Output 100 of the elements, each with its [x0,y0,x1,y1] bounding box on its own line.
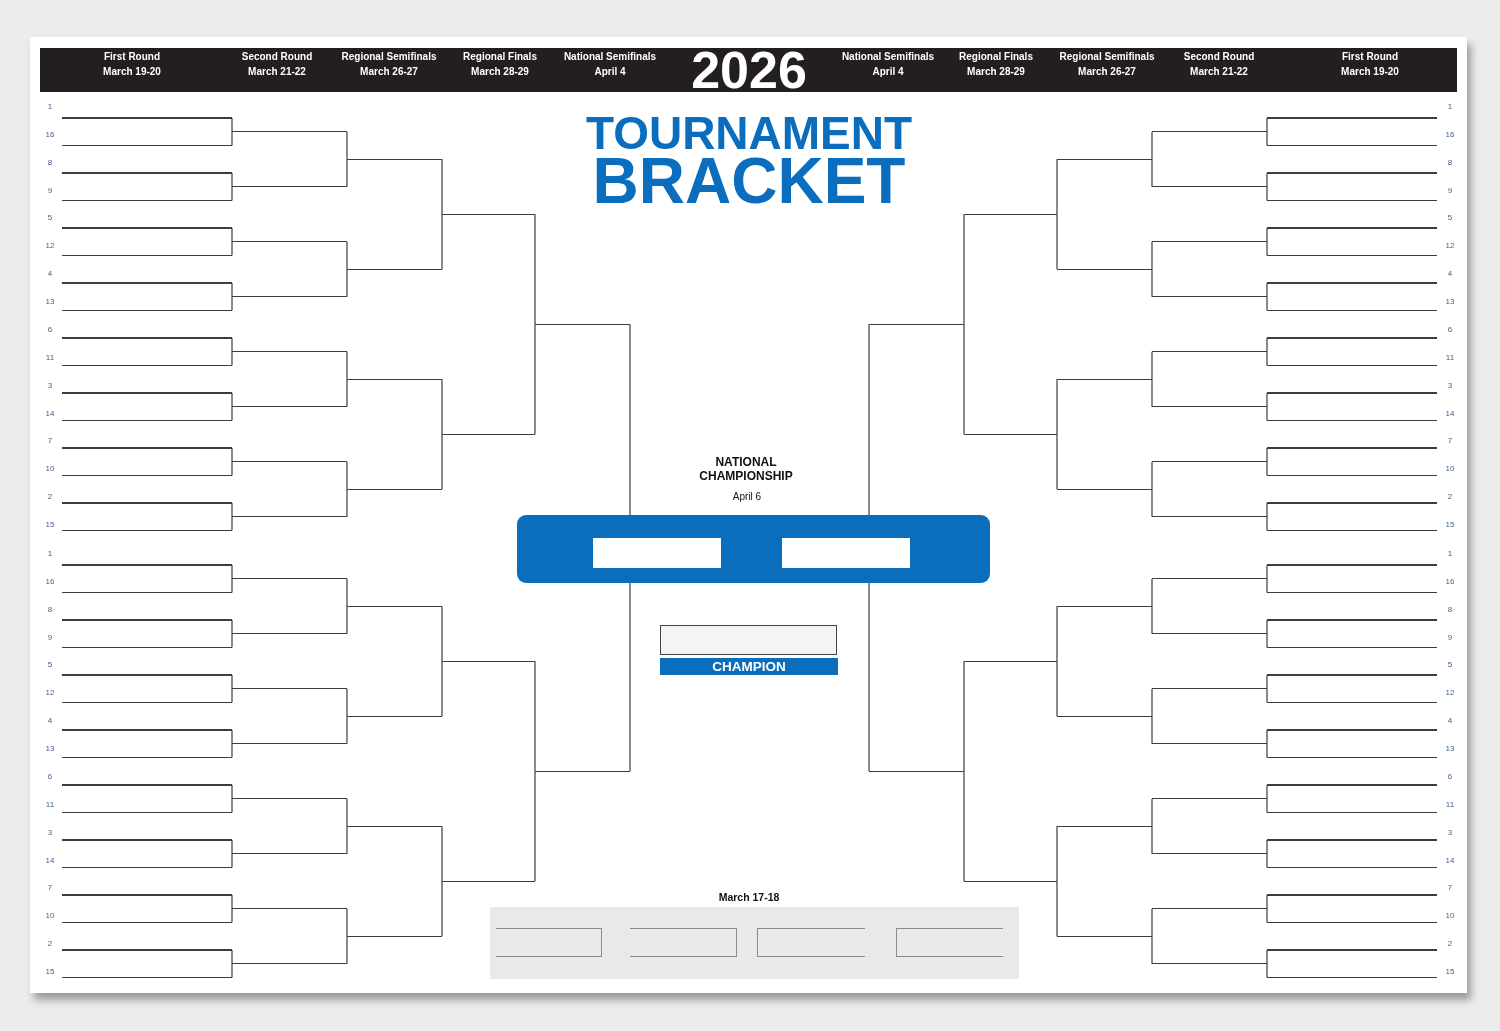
seed-number: 2 [47,938,53,948]
bracket-line [1266,351,1268,367]
fill-in-line [1152,578,1267,580]
seed-number: 16 [1445,576,1455,586]
bracket-line [231,908,233,924]
bracket-line [1151,798,1153,827]
bracket-line [1151,488,1153,518]
fill-in-line [1152,406,1267,408]
fill-in-line [1152,798,1267,800]
bracket-line [231,282,233,298]
bracket-line [963,323,965,435]
bracket-line [1056,880,1058,937]
bracket-line [963,660,965,772]
bracket-line [1266,619,1268,635]
bracket-line [1266,131,1268,147]
bracket-line [1151,461,1153,490]
date-text: April 4 [872,66,904,78]
round-heading: Regional Finals [463,51,537,63]
bracket-line [346,461,348,490]
bracket-line [1266,743,1268,759]
seed-number: 6 [1447,771,1453,781]
bracket-line [441,433,443,490]
fill-in-line [1057,825,1152,827]
seed-number: 14 [1445,408,1455,418]
heading-text: NATIONAL CHAMPIONSHIP [698,455,794,483]
bracket-line [1151,935,1153,965]
bracket-line [346,605,348,635]
fill-in-line [1057,488,1152,490]
bracket-line [346,131,348,160]
bracket-line [1151,688,1153,717]
seed-number: 13 [1445,743,1455,753]
seed-number: 14 [1445,855,1455,865]
fill-in-line [535,323,630,325]
seed-number: 1 [47,101,53,111]
fill-in-line [232,963,347,965]
bracket-line [231,688,233,704]
header-bar [40,48,1457,92]
fill-in-line [1152,633,1267,635]
round-heading: National Semifinals [841,51,935,63]
bracket-line [1056,433,1058,490]
bracket-line [441,880,443,937]
seed-number: 8 [47,157,53,167]
bracket-line [1151,378,1153,408]
bracket-line [963,213,965,325]
bracket-line [1056,660,1058,717]
bracket-line [231,392,233,408]
fill-in-line [232,516,347,518]
bracket-line [231,351,233,367]
bracket-line [1151,241,1153,270]
fill-in-line [347,268,442,270]
seed-number: 12 [1445,687,1455,697]
bracket-line [1266,227,1268,243]
fill-in-line [1152,186,1267,188]
seed-number: 2 [47,491,53,501]
date-text: March 17-18 [718,891,780,903]
bracket-line [1151,131,1153,160]
fill-in-line [964,660,1057,662]
bracket-line [346,351,348,380]
bracket-line [1266,949,1268,965]
seed-number: 8 [47,604,53,614]
fill-in-line [232,798,347,800]
seed-number: 5 [1447,660,1453,669]
fill-in-line [964,213,1057,215]
round-heading: Regional Semifinals [1059,51,1155,63]
bracket-line [1266,963,1268,979]
fill-in-line [442,433,535,435]
bracket-line [1266,296,1268,312]
fill-in-line [232,406,347,408]
bracket-line [231,619,233,635]
bracket-line [534,660,536,772]
fill-in-line [1057,715,1152,717]
answer-box [496,928,602,957]
bracket-line [231,578,233,594]
fill-in-line [1152,853,1267,855]
bracket-line [1266,839,1268,855]
bracket-line [1056,378,1058,435]
fill-in-line [1152,131,1267,133]
bracket-line [1266,784,1268,800]
round-heading: Second Round [241,51,313,63]
bracket-line [1266,633,1268,649]
bracket-line [1266,674,1268,690]
bracket-line [1266,908,1268,924]
fill-in-line [232,186,347,188]
answer-box [593,538,721,568]
date-text: March 19-20 [1341,66,1399,78]
seed-number: 15 [45,966,55,976]
seed-number: 5 [1447,213,1453,222]
seed-number: 7 [1447,435,1453,445]
date-text: March 28-29 [967,66,1025,78]
bracket-line [1056,213,1058,270]
bracket-line [346,241,348,270]
date-text: April 6 [732,491,762,503]
fill-in-line [1152,296,1267,298]
fill-in-line [232,633,347,635]
bracket-line [1266,186,1268,202]
seed-number: 10 [1445,910,1455,920]
bracket-line [534,323,536,435]
fill-in-line [232,461,347,463]
bracket-line [346,378,348,408]
bracket-line [231,784,233,800]
